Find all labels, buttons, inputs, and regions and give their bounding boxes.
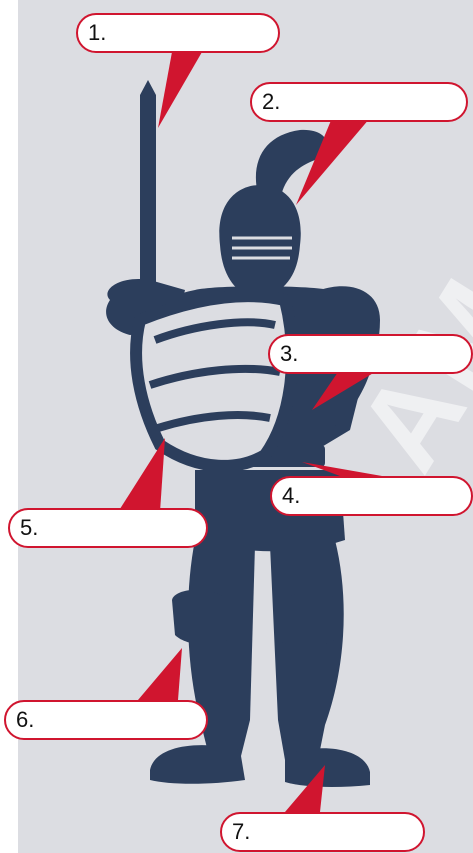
helmet xyxy=(219,185,300,300)
label-box-2[interactable]: 2. xyxy=(250,82,468,122)
label-number-3: 3. xyxy=(280,341,298,367)
label-number-1: 1. xyxy=(88,20,106,46)
right-knee-guard xyxy=(275,592,340,647)
right-foot xyxy=(285,748,370,787)
shield xyxy=(136,296,292,466)
right-leg xyxy=(270,540,344,760)
left-foot xyxy=(150,745,245,784)
label-box-5[interactable]: 5. xyxy=(8,508,208,548)
label-number-4: 4. xyxy=(282,483,300,509)
pointer-5 xyxy=(118,438,165,512)
pointer-1 xyxy=(158,52,202,128)
label-box-1[interactable]: 1. xyxy=(76,13,280,53)
label-box-7[interactable]: 7. xyxy=(220,812,425,852)
label-box-6[interactable]: 6. xyxy=(4,700,208,740)
sword-blade xyxy=(140,80,156,300)
left-knee-guard xyxy=(172,590,232,645)
label-number-2: 2. xyxy=(262,89,280,115)
pointer-6 xyxy=(138,648,182,700)
label-number-5: 5. xyxy=(20,515,38,541)
label-number-6: 6. xyxy=(16,707,34,733)
label-number-7: 7. xyxy=(232,819,250,845)
label-box-3[interactable]: 3. xyxy=(268,334,473,374)
label-box-4[interactable]: 4. xyxy=(270,476,473,516)
